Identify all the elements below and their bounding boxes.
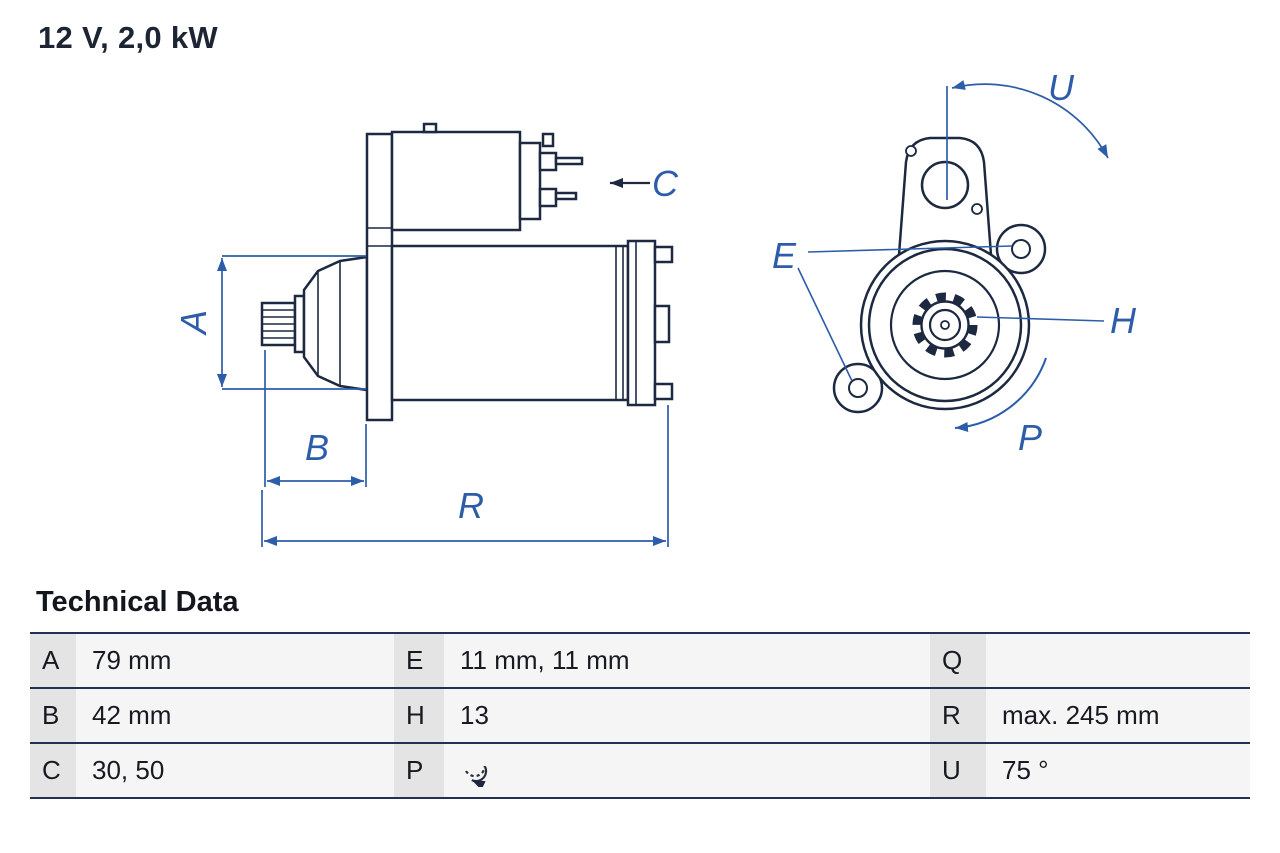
table-cell-key: P	[394, 744, 444, 797]
table-row: B 42 mm H 13 R max. 245 mm	[30, 689, 1250, 744]
spline-gear-icon	[912, 292, 978, 358]
dimension-a: A	[173, 255, 366, 390]
table-cell-key: R	[930, 689, 986, 742]
table-cell-key: A	[30, 634, 76, 687]
solenoid	[390, 122, 584, 232]
motor-body	[390, 244, 630, 402]
dimension-r-label: R	[458, 485, 484, 526]
table-cell-key: Q	[930, 634, 986, 687]
table-cell-key: E	[394, 634, 444, 687]
table-row: C 30, 50 P U 75 °	[30, 744, 1250, 799]
dimension-c-label: C	[652, 163, 679, 204]
table-cell-value	[444, 744, 930, 797]
table-cell-key: U	[930, 744, 986, 797]
pinion-gear-icon	[260, 294, 306, 354]
dimension-h: H	[976, 300, 1137, 341]
clockwise-rotation-icon	[465, 765, 488, 787]
dimension-u: U	[946, 67, 1109, 200]
technical-data-table: A 79 mm E 11 mm, 11 mm Q B 42 mm H 13 R …	[30, 632, 1250, 799]
dimension-e-label: E	[772, 235, 797, 276]
dimension-a-label: A	[173, 310, 214, 336]
table-row: A 79 mm E 11 mm, 11 mm Q	[30, 634, 1250, 689]
dimension-b: B	[264, 350, 367, 487]
table-cell-value: 13	[444, 689, 930, 742]
dimension-e: E	[772, 235, 1013, 382]
dimension-h-label: H	[1110, 300, 1137, 341]
technical-data-heading: Technical Data	[36, 586, 239, 618]
mounting-flange-plate	[365, 132, 394, 422]
dimension-b-label: B	[305, 427, 329, 468]
starter-motor-diagram: A B R C	[173, 67, 1137, 547]
dimension-p-label: P	[1018, 417, 1042, 458]
dimension-c: C	[610, 163, 679, 204]
end-cap	[626, 239, 674, 407]
drive-end-housing	[302, 255, 369, 392]
dimension-p: P	[954, 357, 1047, 458]
side-view	[260, 122, 674, 422]
table-cell-value: 42 mm	[76, 689, 394, 742]
dimension-r: R	[261, 405, 669, 547]
table-cell-value: 30, 50	[76, 744, 394, 797]
table-cell-key: B	[30, 689, 76, 742]
table-cell-value	[986, 634, 1250, 687]
table-cell-value: 75 °	[986, 744, 1250, 797]
table-cell-key: H	[394, 689, 444, 742]
page-title: 12 V, 2,0 kW	[38, 20, 218, 55]
table-cell-value: max. 245 mm	[986, 689, 1250, 742]
front-view	[832, 136, 1047, 414]
table-cell-value: 11 mm, 11 mm	[444, 634, 930, 687]
table-cell-key: C	[30, 744, 76, 797]
table-cell-value: 79 mm	[76, 634, 394, 687]
dimension-u-label: U	[1048, 67, 1075, 108]
